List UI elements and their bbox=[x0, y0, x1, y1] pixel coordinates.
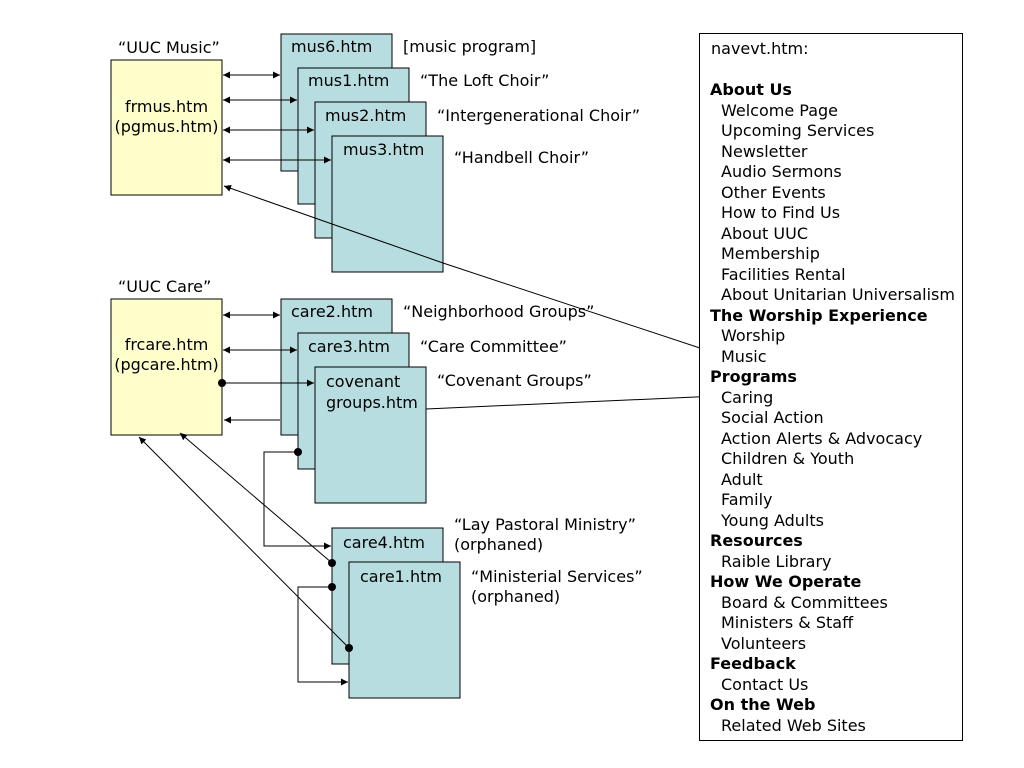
music-caption: “UUC Music” bbox=[118, 38, 220, 57]
care4-orphan-note: (orphaned) bbox=[454, 535, 544, 554]
nav-item-children-and-youth[interactable]: Children & Youth bbox=[721, 449, 855, 468]
nav-section-about-us: About Us bbox=[710, 80, 792, 99]
mus3-filename: mus3.htm bbox=[343, 140, 425, 159]
nav-item-action-alerts-and-advocacy[interactable]: Action Alerts & Advocacy bbox=[721, 428, 923, 448]
nav-item-other-events[interactable]: Other Events bbox=[721, 182, 826, 202]
mus2-title: “Intergenerational Choir” bbox=[437, 106, 640, 125]
nav-section-the-worship-experience: The Worship Experience bbox=[710, 305, 928, 325]
nav-item-about-uuc[interactable]: About UUC bbox=[721, 223, 808, 243]
care3-filename: care3.htm bbox=[308, 337, 390, 356]
connector-nav-music-to-frmus bbox=[223, 185, 719, 355]
nav-item-membership[interactable]: Membership bbox=[721, 244, 820, 263]
nav-item-family[interactable]: Family bbox=[721, 490, 773, 509]
dot-frcare-covenant bbox=[218, 379, 226, 387]
care4-title: “Lay Pastoral Ministry” bbox=[454, 515, 636, 534]
care1-title: “Ministerial Services” bbox=[471, 567, 643, 586]
care1-orphan-note: (orphaned) bbox=[471, 587, 561, 606]
nav-item-board-and-committees[interactable]: Board & Committees bbox=[721, 592, 888, 612]
covenant-filename-line2: groups.htm bbox=[326, 393, 418, 412]
nav-item-welcome-page[interactable]: Welcome Page bbox=[721, 100, 839, 120]
care3-title: “Care Committee” bbox=[420, 337, 567, 356]
mus2-filename: mus2.htm bbox=[325, 106, 407, 125]
nav-item-related-web-sites[interactable]: Related Web Sites bbox=[721, 715, 866, 735]
nav-item-upcoming-services[interactable]: Upcoming Services bbox=[721, 121, 875, 140]
mus1-title: “The Loft Choir” bbox=[420, 71, 550, 90]
care2-title: “Neighborhood Groups” bbox=[403, 302, 595, 321]
nav-item-young-adults[interactable]: Young Adults bbox=[721, 510, 824, 530]
frmus-label: frmus.htm (pgmus.htm) bbox=[111, 97, 222, 137]
nav-section-on-the-web: On the Web bbox=[710, 695, 816, 714]
nav-item-newsletter[interactable]: Newsletter bbox=[721, 141, 808, 161]
dot-care4-loop bbox=[328, 583, 336, 591]
nav-item-facilities-rental[interactable]: Facilities Rental bbox=[721, 264, 846, 284]
nav-item-volunteers[interactable]: Volunteers bbox=[721, 633, 807, 653]
connector-care4-to-frcare bbox=[179, 432, 333, 564]
nav-item-raible-library[interactable]: Raible Library bbox=[721, 551, 832, 571]
nav-item-audio-sermons[interactable]: Audio Sermons bbox=[721, 162, 842, 181]
covenant-page-box bbox=[314, 366, 427, 504]
connector-nav-caring-to-covenant bbox=[425, 395, 719, 410]
nav-section-how-we-operate: How We Operate bbox=[710, 572, 862, 591]
care4-title-block: “Lay Pastoral Ministry” (orphaned) bbox=[454, 515, 636, 555]
nav-section-feedback: Feedback bbox=[710, 654, 796, 673]
pgcare-filename: (pgcare.htm) bbox=[114, 355, 219, 374]
connector-covenant-to-care4 bbox=[263, 451, 331, 550]
frcare-frame-box bbox=[110, 298, 223, 436]
connector-care1-to-frcare bbox=[138, 436, 350, 649]
care1-title-block: “Ministerial Services” (orphaned) bbox=[471, 567, 643, 607]
covenant-title: “Covenant Groups” bbox=[437, 371, 592, 390]
dot-care4 bbox=[328, 559, 336, 567]
nav-item-social-action[interactable]: Social Action bbox=[721, 408, 824, 427]
frmus-filename: frmus.htm bbox=[124, 97, 209, 116]
nav-item-caring[interactable]: Caring bbox=[721, 387, 774, 407]
nav-title: navevt.htm: bbox=[711, 39, 809, 58]
pgmus-filename: (pgmus.htm) bbox=[114, 117, 219, 136]
care-caption: “UUC Care” bbox=[118, 277, 212, 296]
care1-page-box bbox=[348, 561, 461, 699]
dot-covenant-loop bbox=[294, 448, 302, 456]
covenant-filename: covenant groups.htm bbox=[326, 371, 418, 413]
nav-item-adult[interactable]: Adult bbox=[721, 469, 763, 489]
frcare-label: frcare.htm (pgcare.htm) bbox=[111, 335, 222, 375]
mus6-filename: mus6.htm bbox=[291, 37, 373, 56]
nav-item-how-to-find-us[interactable]: How to Find Us bbox=[721, 203, 841, 222]
nav-item-ministers-and-staff[interactable]: Ministers & Staff bbox=[721, 613, 854, 632]
mus3-title: “Handbell Choir” bbox=[454, 148, 589, 167]
nav-item-worship[interactable]: Worship bbox=[721, 326, 786, 345]
care2-filename: care2.htm bbox=[291, 302, 373, 321]
mus3-page-box bbox=[331, 135, 444, 273]
nav-item-music[interactable]: Music bbox=[721, 346, 767, 366]
care1-filename: care1.htm bbox=[360, 567, 442, 586]
mus1-filename: mus1.htm bbox=[308, 71, 390, 90]
connector-care4-to-care1 bbox=[297, 586, 348, 686]
care4-filename: care4.htm bbox=[343, 533, 425, 552]
nav-section-programs: Programs bbox=[710, 367, 797, 386]
frmus-frame-box bbox=[110, 59, 223, 196]
nav-item-contact-us[interactable]: Contact Us bbox=[721, 674, 809, 694]
frcare-filename: frcare.htm bbox=[124, 335, 209, 354]
mus6-title: [music program] bbox=[403, 37, 537, 56]
dot-care1 bbox=[345, 644, 353, 652]
nav-section-resources: Resources bbox=[710, 531, 803, 550]
nav-item-about-unitarian-universalism[interactable]: About Unitarian Universalism bbox=[721, 285, 955, 304]
covenant-filename-line1: covenant bbox=[326, 372, 401, 391]
